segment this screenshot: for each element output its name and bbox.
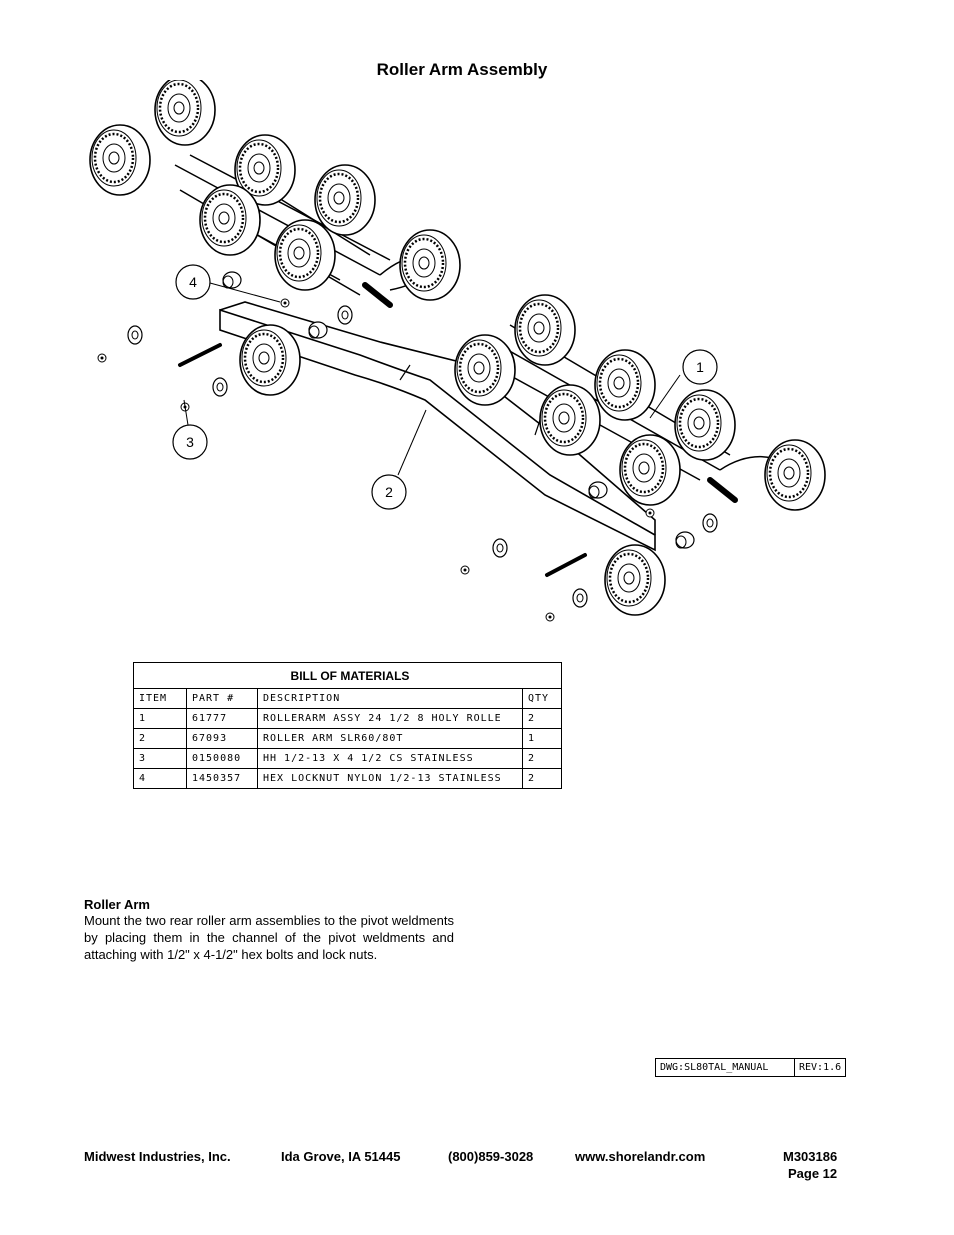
- col-qty: QTY: [522, 688, 562, 709]
- hardware-parts: [97, 271, 718, 622]
- lower-roller-assembly: [453, 293, 827, 512]
- callout-4: 4: [175, 264, 281, 303]
- cell-item: 4: [133, 768, 187, 789]
- callout-2: 2: [371, 409, 427, 510]
- svg-text:2: 2: [385, 484, 393, 500]
- cell-description: ROLLERARM ASSY 24 1/2 8 HOLY ROLLE: [257, 708, 523, 729]
- revision: REV:1.6: [793, 1058, 847, 1077]
- cell-part: 67093: [186, 728, 258, 749]
- drawing-number-block: DWG:SL80TAL_MANUAL REV:1.6: [655, 1058, 847, 1077]
- svg-text:1: 1: [696, 359, 704, 375]
- footer-phone: (800)859-3028: [448, 1149, 534, 1164]
- col-part: PART #: [186, 688, 258, 709]
- cell-part: 61777: [186, 708, 258, 729]
- page-number: Page 12: [788, 1166, 838, 1181]
- cell-description: HEX LOCKNUT NYLON 1/2-13 STAINLESS: [257, 768, 523, 789]
- cell-part: 1450357: [186, 768, 258, 789]
- cell-item: 1: [133, 708, 187, 729]
- section-heading: Roller Arm: [84, 897, 150, 912]
- cell-item: 3: [133, 748, 187, 769]
- bill-of-materials-table: BILL OF MATERIALS ITEM PART # DESCRIPTIO…: [133, 662, 562, 789]
- cell-description: ROLLER ARM SLR60/80T: [257, 728, 523, 749]
- cell-qty: 2: [522, 768, 562, 789]
- col-item: ITEM: [133, 688, 187, 709]
- callout-3: 3: [172, 399, 208, 460]
- section-text: Mount the two rear roller arm assemblies…: [84, 913, 454, 962]
- roller-arm-drawing: 1 2 3 4: [88, 80, 827, 622]
- table-row: 1 61777 ROLLERARM ASSY 24 1/2 8 HOLY ROL…: [133, 708, 562, 729]
- footer-location: Ida Grove, IA 51445: [281, 1149, 401, 1164]
- callout-1: 1: [649, 349, 718, 419]
- table-row: 2 67093 ROLLER ARM SLR60/80T 1: [133, 728, 562, 749]
- footer-company: Midwest Industries, Inc.: [84, 1149, 231, 1164]
- table-row: 4 1450357 HEX LOCKNUT NYLON 1/2-13 STAIN…: [133, 768, 562, 789]
- dwg-number: DWG:SL80TAL_MANUAL: [655, 1058, 795, 1077]
- bom-header-row: ITEM PART # DESCRIPTION QTY: [133, 688, 562, 709]
- table-row: 3 0150080 HH 1/2-13 X 4 1/2 CS STAINLESS…: [133, 748, 562, 769]
- svg-text:3: 3: [186, 434, 194, 450]
- cell-part: 0150080: [186, 748, 258, 769]
- bom-heading: BILL OF MATERIALS: [133, 662, 562, 689]
- col-description: DESCRIPTION: [257, 688, 523, 709]
- cell-qty: 2: [522, 748, 562, 769]
- page-title: Roller Arm Assembly: [376, 60, 548, 79]
- footer-website: www.shorelandr.com: [575, 1149, 706, 1164]
- cell-qty: 2: [522, 708, 562, 729]
- svg-text:4: 4: [189, 274, 197, 290]
- roller-arm-weldment: [219, 301, 667, 617]
- upper-roller-assembly: [88, 80, 462, 308]
- cell-description: HH 1/2-13 X 4 1/2 CS STAINLESS: [257, 748, 523, 769]
- footer-doc-number: M303186: [783, 1149, 838, 1164]
- cell-qty: 1: [522, 728, 562, 749]
- cell-item: 2: [133, 728, 187, 749]
